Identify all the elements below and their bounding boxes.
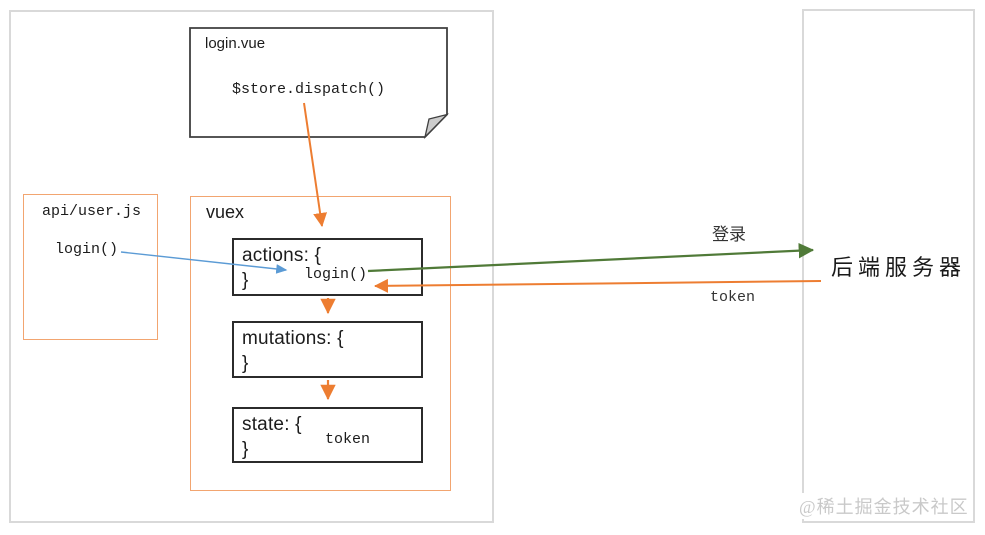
actions-close-text: } <box>242 270 249 291</box>
actions-open-text: actions: { <box>242 245 322 266</box>
api-filename: api/user.js <box>42 203 142 220</box>
folded-corner-icon <box>423 113 450 140</box>
vuex-title: vuex <box>206 202 245 222</box>
note-filename: login.vue <box>205 35 266 52</box>
mutations-close-text: } <box>242 353 249 374</box>
backend-container-box <box>802 9 975 523</box>
mutations-open-text: mutations: { <box>242 328 344 349</box>
api-module-box: api/user.js login() <box>23 194 158 340</box>
state-open-text: state: { <box>242 414 302 435</box>
state-close-text: } <box>242 439 249 460</box>
state-token-code: token <box>325 431 371 448</box>
watermark-text: @稀土掘金技术社区 <box>797 493 971 519</box>
backend-server-label: 后端服务器 <box>831 255 967 280</box>
login-request-label: 登录 <box>712 225 746 244</box>
api-login-code: login() <box>55 241 119 258</box>
mutations-box: mutations: { } <box>232 321 423 378</box>
actions-box: actions: { } login() <box>232 238 423 296</box>
folded-note-shape <box>189 27 450 140</box>
login-vue-note: login.vue $store.dispatch() <box>189 27 450 140</box>
actions-login-code: login() <box>304 266 368 283</box>
note-dispatch-code: $store.dispatch() <box>232 81 386 98</box>
state-box: state: { } token <box>232 407 423 463</box>
token-response-label: token <box>710 289 756 306</box>
